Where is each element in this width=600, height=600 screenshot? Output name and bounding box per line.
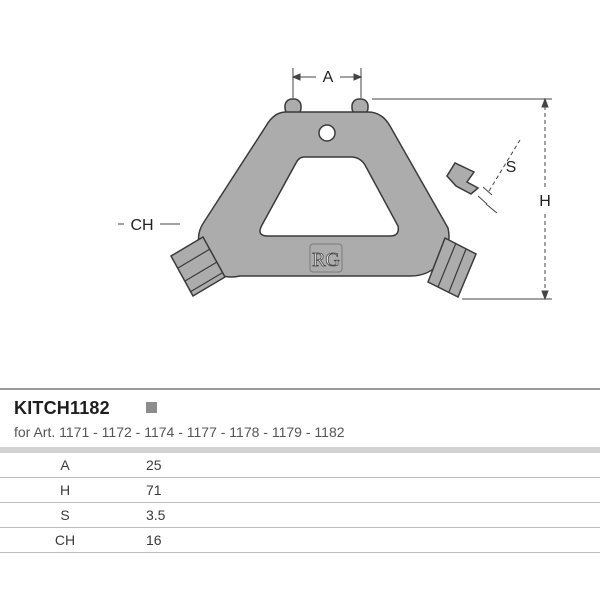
triangle-window	[259, 156, 400, 237]
color-swatch	[145, 401, 157, 413]
table-row: S 3.5	[0, 502, 600, 528]
spec-sheet: KITCH1182 for Art. 1171 - 1172 - 1174 - …	[0, 388, 600, 553]
row-value: 3.5	[130, 502, 600, 528]
dimension-a-label: A	[323, 69, 334, 86]
dimension-a	[291, 68, 363, 98]
dimension-h	[372, 97, 552, 301]
svg-text:RG: RG	[312, 249, 340, 271]
table-divider	[0, 447, 600, 453]
row-value: 25	[130, 453, 600, 478]
left-socket	[169, 235, 227, 298]
table-row: H 71	[0, 477, 600, 503]
dimension-h-label: H	[539, 193, 551, 210]
row-label: A	[0, 453, 130, 478]
row-value: 71	[130, 477, 600, 503]
dimension-s-label: S	[506, 159, 517, 176]
row-label: S	[0, 502, 130, 528]
product-header: KITCH1182	[0, 390, 600, 420]
product-code: KITCH1182	[14, 397, 110, 418]
dimensions-table: A 25 H 71 S 3.5 CH 16	[0, 453, 600, 553]
section-detail-s	[446, 139, 521, 214]
row-label: H	[0, 477, 130, 503]
row-value: 16	[130, 527, 600, 553]
dimension-ch-label: CH	[130, 217, 153, 234]
header-divider	[0, 388, 600, 390]
table-row: CH 16	[0, 527, 600, 553]
right-socket	[427, 236, 477, 299]
top-hole	[318, 124, 336, 142]
row-label: CH	[0, 527, 130, 553]
technical-drawing: RG A H S	[118, 68, 552, 301]
table-row: A 25	[0, 453, 600, 478]
compatibility-text: for Art. 1171 - 1172 - 1174 - 1177 - 117…	[14, 424, 345, 440]
brand-logo: RG	[309, 243, 343, 273]
